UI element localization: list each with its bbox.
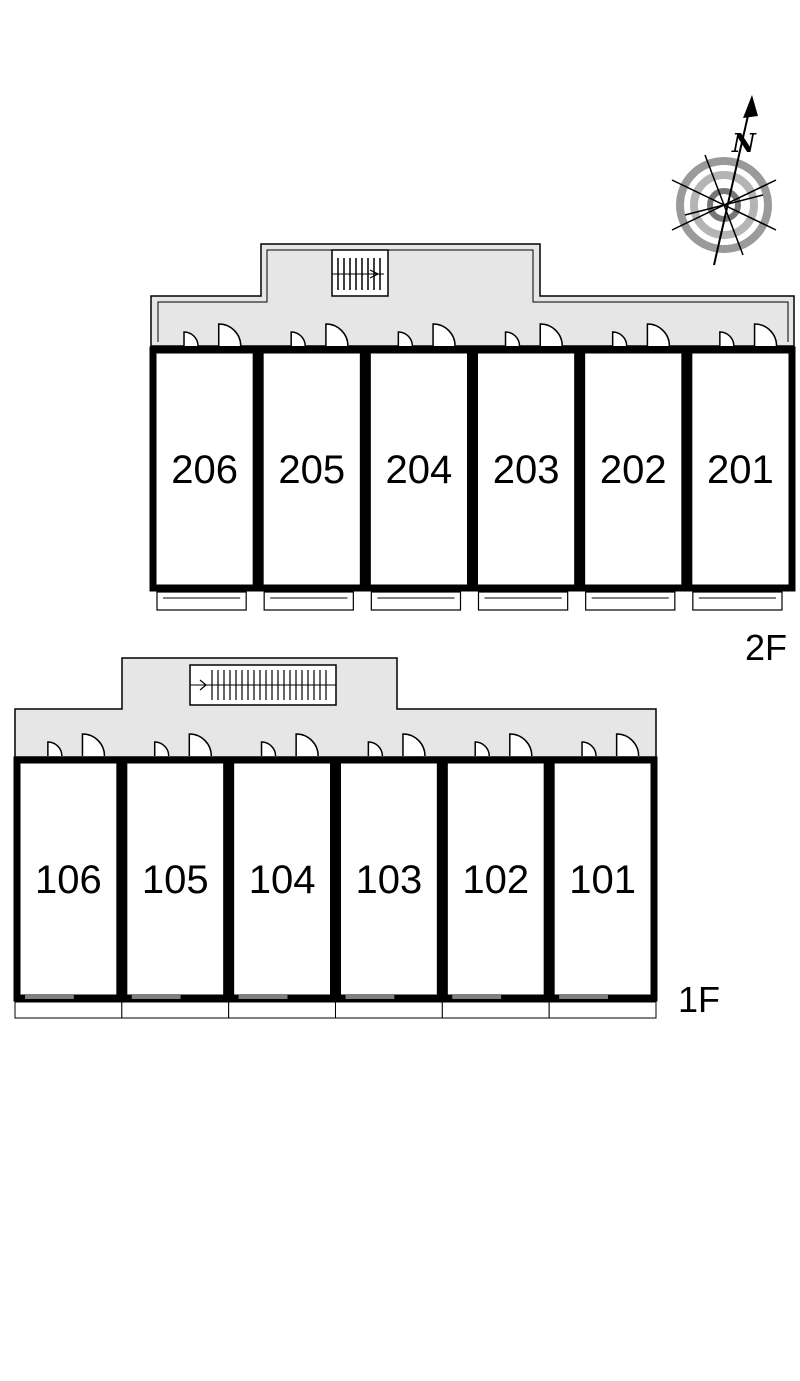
door-swing-icon	[260, 741, 277, 757]
room-walls	[227, 756, 338, 1002]
room-number: 202	[600, 448, 667, 492]
door-swing-icon	[581, 741, 597, 757]
room-number: 104	[249, 858, 316, 902]
room-walls	[363, 346, 475, 592]
room-206: 206	[149, 323, 260, 611]
compass-rose-icon	[671, 95, 777, 266]
door-swing-icon	[188, 733, 213, 757]
room-number: 205	[278, 448, 345, 492]
door-swing-icon	[81, 733, 106, 757]
door-swing-icon	[719, 331, 735, 347]
door-swing-icon	[474, 741, 490, 757]
room-walls	[578, 346, 689, 592]
staircase-2f	[331, 249, 389, 297]
room-number: 105	[142, 858, 209, 902]
door-swing-icon	[397, 331, 414, 347]
door-swing-icon	[646, 323, 671, 347]
balcony	[477, 591, 569, 611]
balcony	[370, 591, 462, 611]
corridor-2f	[150, 243, 795, 347]
room-203: 203	[471, 323, 582, 611]
room-walls	[685, 346, 796, 592]
room-walls	[256, 346, 367, 592]
north-label: N	[731, 129, 757, 159]
door-swing-icon	[183, 331, 199, 347]
room-number: 203	[493, 448, 560, 492]
room-walls	[120, 756, 231, 1002]
door-swing-icon	[539, 323, 563, 347]
room-201: 201	[685, 323, 796, 611]
balcony	[228, 1001, 337, 1019]
door-swing-icon	[611, 331, 628, 347]
room-205: 205	[256, 323, 367, 611]
room-walls	[13, 756, 124, 1002]
door-swing-icon	[504, 331, 521, 347]
room-106: 106	[13, 733, 124, 1019]
floor-1f: 106 105 104 103 102 101	[13, 657, 658, 1019]
door-swing-icon	[615, 733, 640, 757]
balcony	[692, 591, 783, 611]
room-number: 201	[707, 448, 774, 492]
balcony	[263, 591, 354, 611]
room-walls	[149, 346, 260, 592]
door-swing-icon	[295, 733, 319, 757]
room-walls	[471, 346, 582, 592]
balcony	[121, 1001, 230, 1019]
door-swing-icon	[153, 741, 170, 757]
staircase-1f	[189, 664, 337, 706]
door-swing-icon	[509, 733, 533, 757]
floor-label-2f: 2F	[745, 627, 787, 668]
room-102: 102	[440, 733, 551, 1019]
door-swing-icon	[290, 331, 306, 347]
floor-label-1f: 1F	[678, 979, 720, 1020]
door-swing-icon	[217, 323, 242, 347]
door-swing-icon	[402, 733, 426, 757]
room-number: 106	[35, 858, 102, 902]
room-103: 103	[334, 733, 444, 1019]
balcony	[14, 1001, 123, 1019]
room-number: 101	[569, 858, 636, 902]
door-swing-icon	[325, 323, 349, 347]
balcony	[335, 1001, 443, 1019]
balcony	[548, 1001, 657, 1019]
corridor-1f	[14, 657, 657, 758]
room-number: 103	[356, 858, 423, 902]
balcony	[585, 591, 676, 611]
door-swing-icon	[432, 323, 456, 347]
room-number: 102	[462, 858, 529, 902]
door-swing-icon	[753, 323, 778, 347]
room-number: 204	[386, 448, 453, 492]
room-202: 202	[578, 323, 689, 611]
room-105: 105	[120, 733, 231, 1019]
door-swing-icon	[47, 741, 63, 757]
balcony	[156, 591, 247, 611]
balcony	[441, 1001, 550, 1019]
room-101: 101	[547, 733, 658, 1019]
room-204: 204	[363, 323, 475, 611]
room-number: 206	[171, 448, 238, 492]
floor-2f: 206 205 204 203 202 201	[149, 243, 796, 611]
door-swing-icon	[367, 741, 384, 757]
room-104: 104	[227, 733, 338, 1019]
